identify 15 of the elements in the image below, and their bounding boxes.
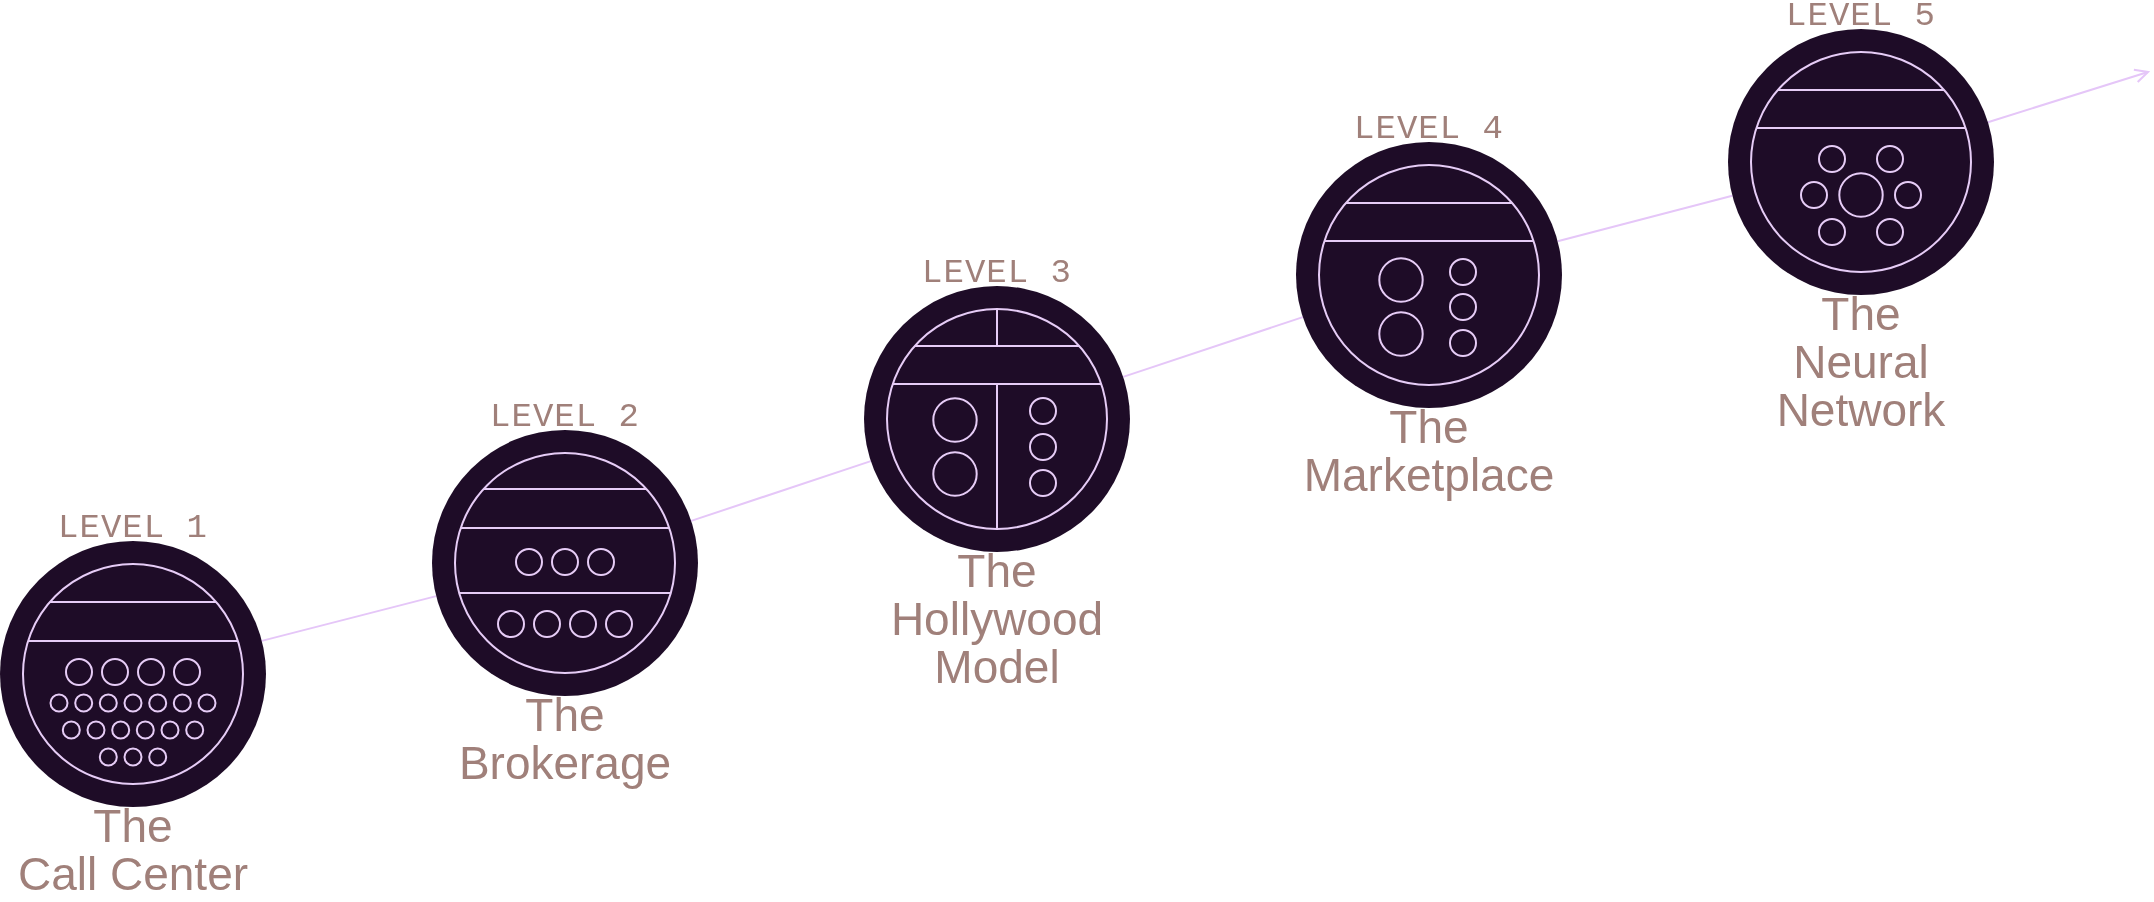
level-title: The Brokerage (458, 691, 672, 787)
level-title: The Marketplace (1303, 403, 1555, 499)
connector-line (690, 460, 872, 522)
level-title: The Call Center (17, 802, 249, 898)
level-label: LEVEL 1 (58, 511, 208, 545)
level-label: LEVEL 5 (1786, 0, 1936, 33)
level-title: The Neural Network (1775, 290, 1947, 434)
arrow (1986, 68, 2150, 124)
connector-line (1122, 316, 1304, 378)
level-label: LEVEL 4 (1354, 112, 1504, 146)
level-label: LEVEL 3 (922, 256, 1072, 290)
connector-line (1556, 194, 1734, 243)
connector-line (260, 595, 438, 642)
level-title: The Hollywood Model (889, 547, 1105, 691)
level-label: LEVEL 2 (490, 400, 640, 434)
